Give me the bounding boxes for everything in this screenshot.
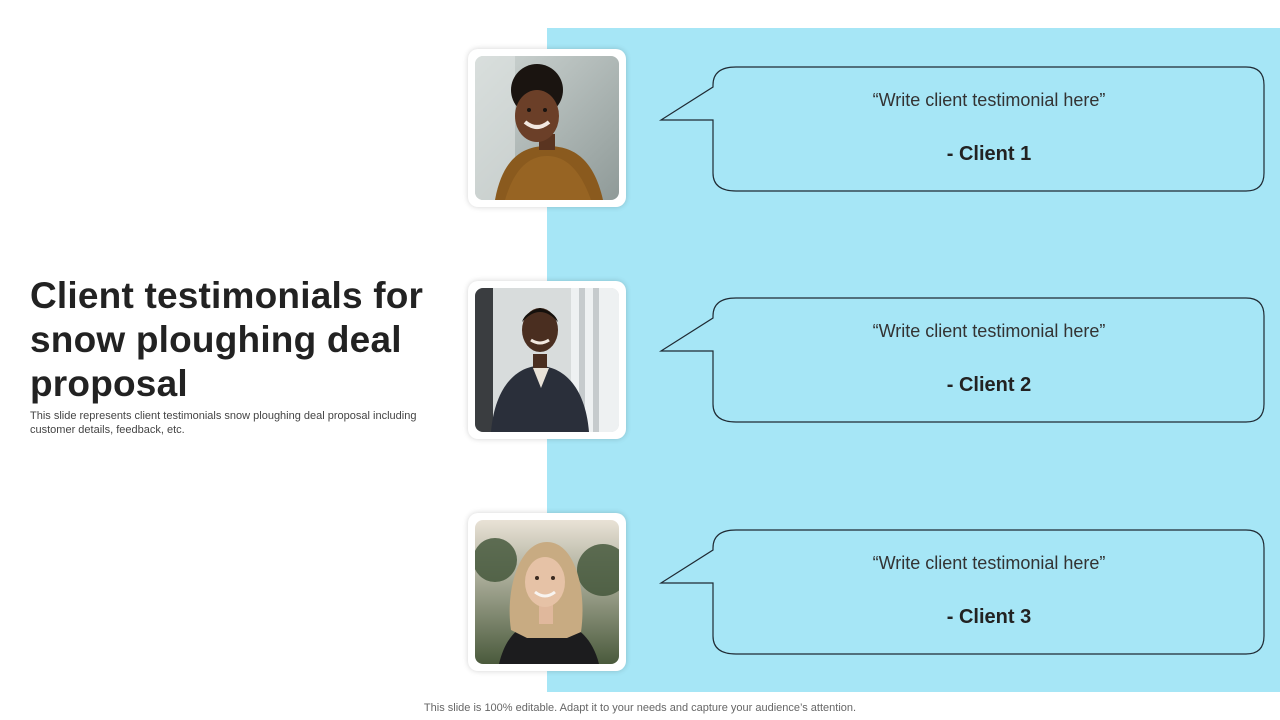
testimonial-bubble-1: “Write client testimonial here” - Client…	[658, 66, 1266, 194]
testimonial-quote: “Write client testimonial here”	[872, 553, 1106, 573]
testimonial-quote: “Write client testimonial here”	[872, 90, 1106, 110]
testimonial-bubble-3: “Write client testimonial here” - Client…	[658, 529, 1266, 657]
slide-title: Client testimonials for snow ploughing d…	[30, 275, 424, 404]
portrait-image	[475, 56, 619, 200]
man-portrait-photo	[475, 288, 619, 432]
woman-portrait-photo	[475, 56, 619, 200]
client-name: - Client 1	[946, 143, 1032, 165]
photo-card-client-1	[468, 49, 626, 207]
portrait-image	[475, 288, 619, 432]
portrait-image	[475, 520, 619, 664]
client-name: - Client 2	[946, 374, 1032, 396]
testimonial-bubble-2: “Write client testimonial here” - Client…	[658, 297, 1266, 425]
speech-bubble-shape	[658, 297, 1265, 423]
woman-portrait-photo	[475, 520, 619, 664]
testimonial-quote: “Write client testimonial here”	[872, 321, 1106, 341]
photo-card-client-3	[468, 513, 626, 671]
slide-subtitle: This slide represents client testimonial…	[30, 410, 417, 436]
photo-card-client-2	[468, 281, 626, 439]
speech-bubble-shape	[658, 66, 1265, 192]
speech-bubble-shape	[658, 529, 1265, 655]
footer-note: This slide is 100% editable. Adapt it to…	[423, 702, 857, 714]
client-name: - Client 3	[946, 606, 1032, 628]
